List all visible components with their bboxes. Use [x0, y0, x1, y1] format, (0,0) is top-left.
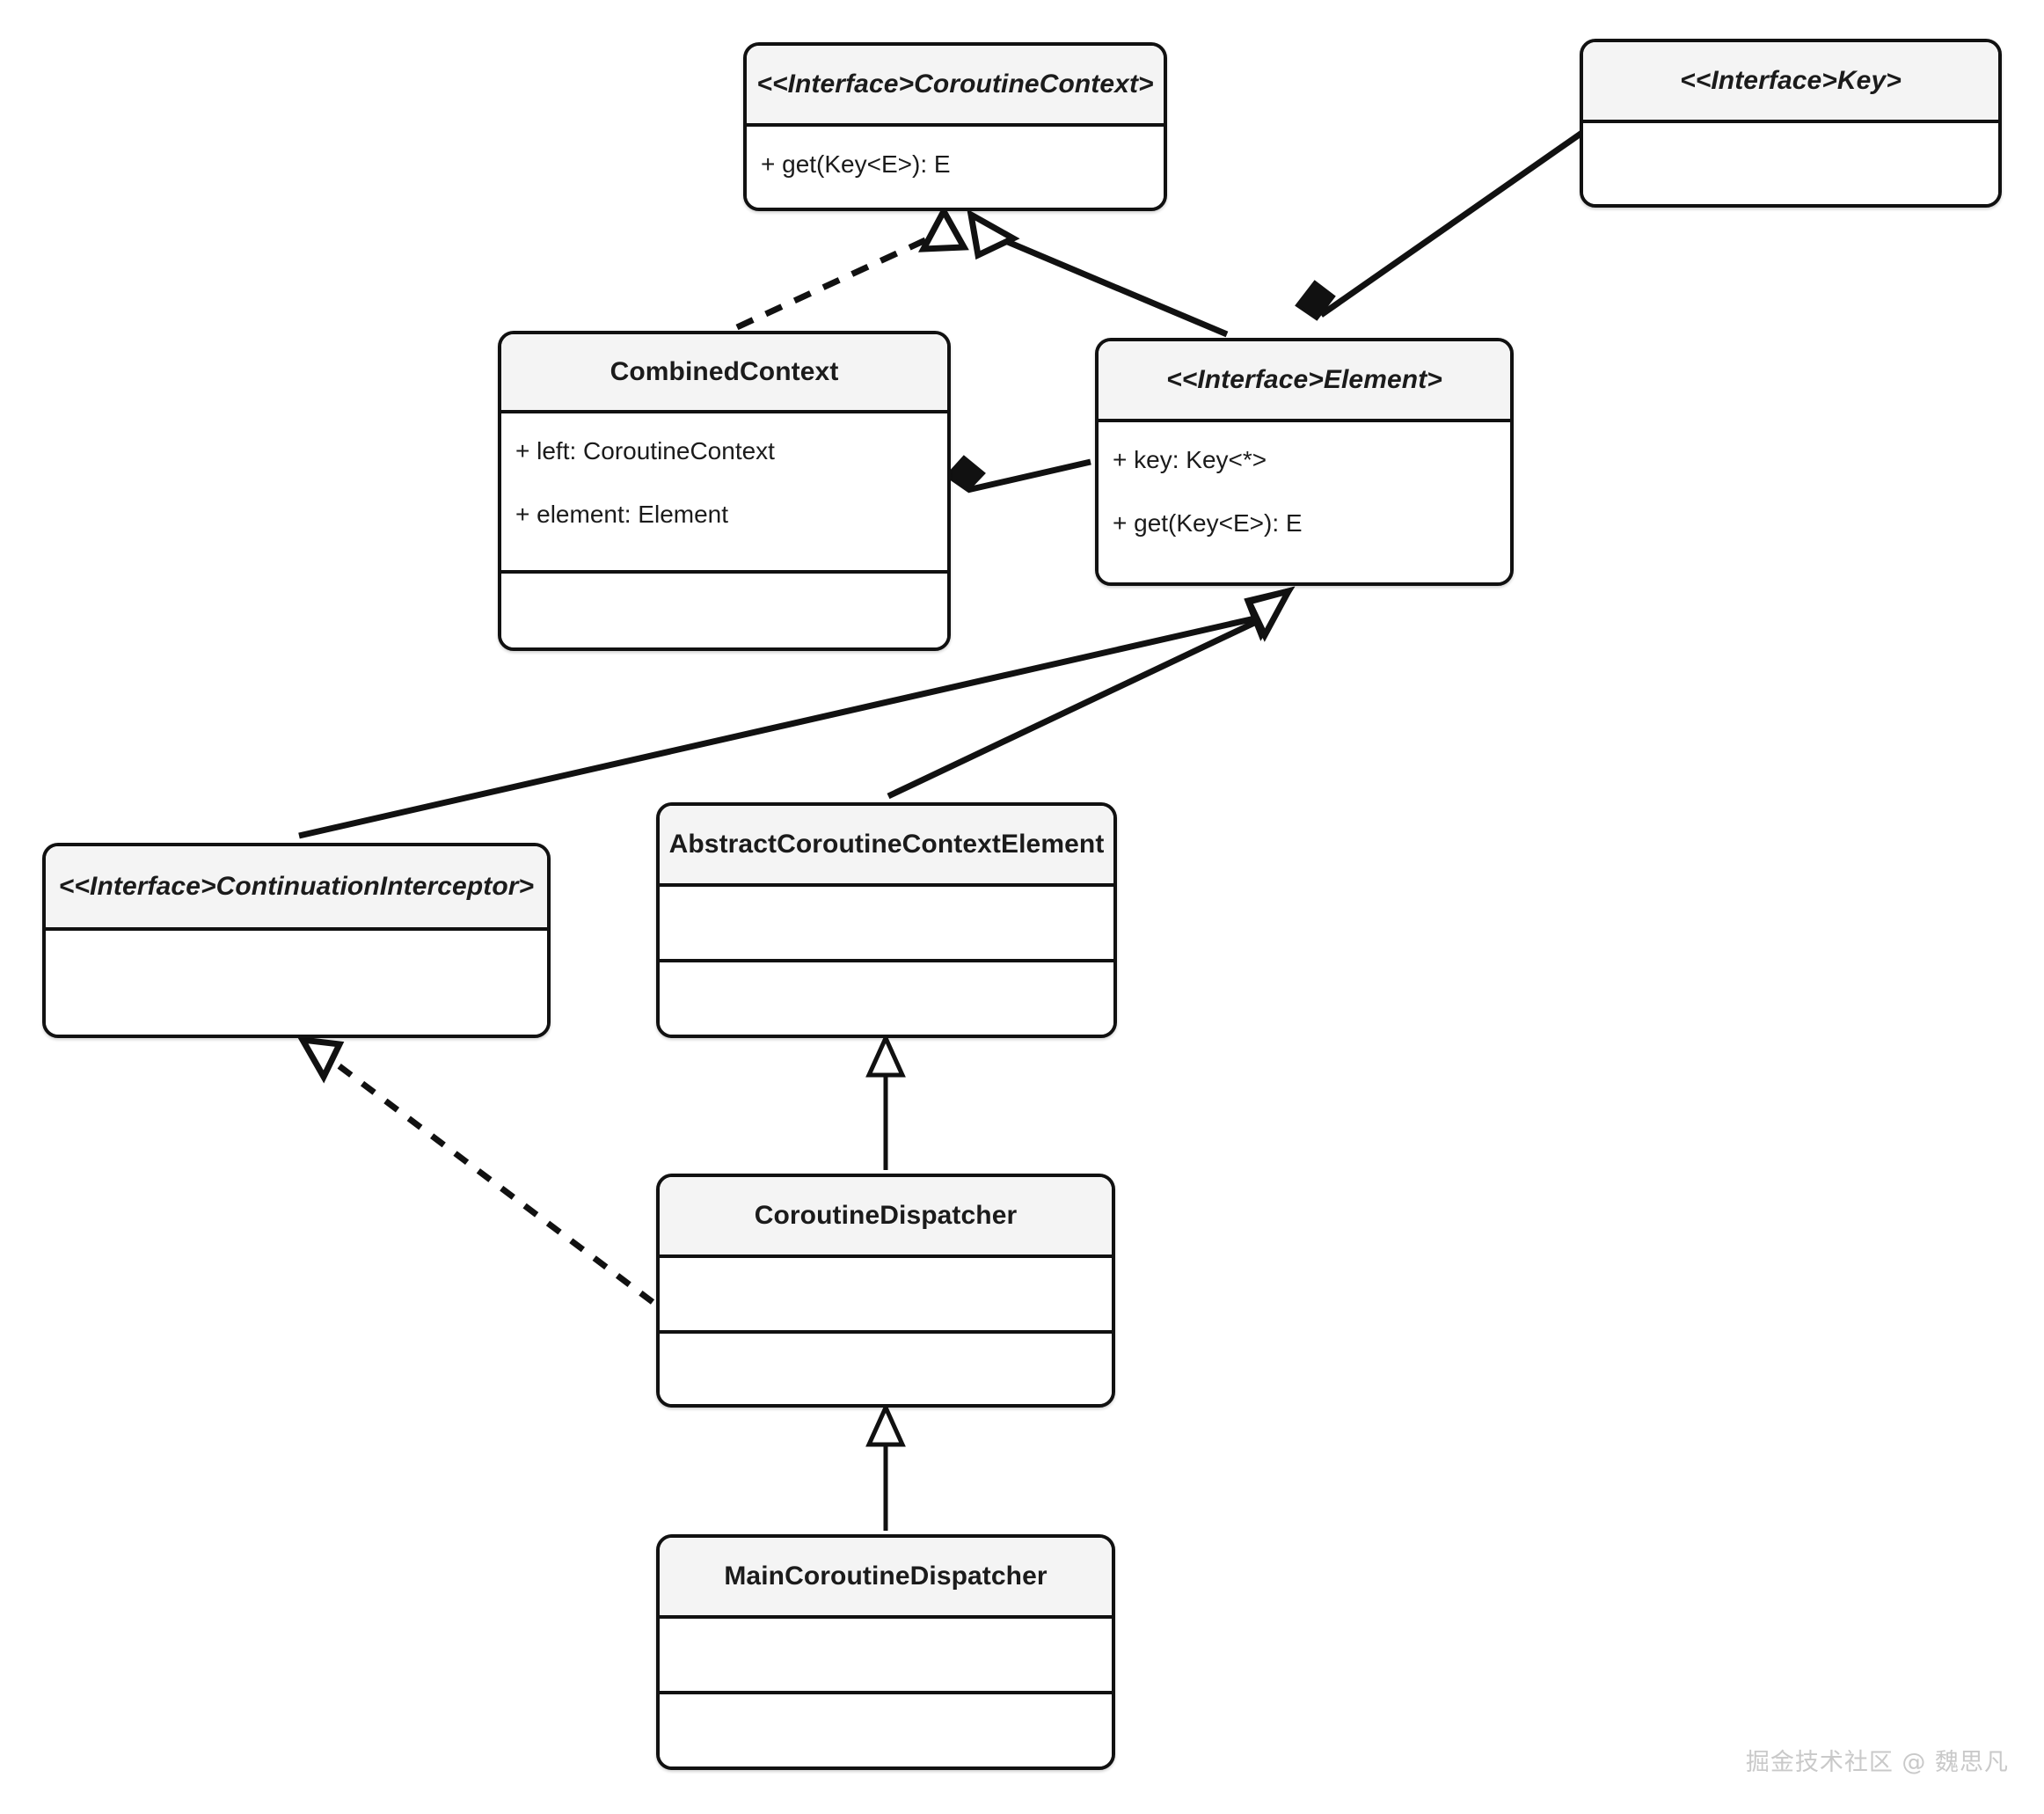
- class-attributes-main-coroutine-dispatcher: [660, 1619, 1112, 1694]
- class-members-key: [1583, 123, 1998, 204]
- class-header-combined-context: CombinedContext: [501, 334, 947, 413]
- class-attributes-abstract-coroutine-context-element: [660, 887, 1113, 962]
- edge-element-extends-coroutinecontext: [967, 208, 1229, 338]
- edge-coroutinedispatcher-extends-abstractcoroutinecontextelement: [865, 1032, 906, 1170]
- class-title-coroutine-dispatcher: CoroutineDispatcher: [754, 1201, 1018, 1230]
- edge-combinedcontext-realizes-coroutinecontext: [735, 204, 969, 331]
- class-box-combined-context[interactable]: CombinedContext + left: CoroutineContext…: [498, 331, 951, 651]
- class-title-continuation-interceptor: <<Interface>ContinuationInterceptor>: [58, 872, 535, 901]
- class-title-main-coroutine-dispatcher: MainCoroutineDispatcher: [724, 1562, 1048, 1591]
- class-members-coroutine-context: + get(Key<E>): E: [747, 127, 1164, 208]
- class-box-element[interactable]: <<Interface>Element> + key: Key<*> + get…: [1095, 338, 1514, 586]
- class-title-abstract-coroutine-context-element: AbstractCoroutineContextElement: [668, 830, 1105, 859]
- class-title-combined-context: CombinedContext: [610, 357, 839, 386]
- class-box-coroutine-dispatcher[interactable]: CoroutineDispatcher: [656, 1174, 1115, 1408]
- class-box-coroutine-context[interactable]: <<Interface>CoroutineContext> + get(Key<…: [743, 42, 1167, 211]
- class-attributes-coroutine-dispatcher: [660, 1258, 1112, 1334]
- class-title-element: <<Interface>Element>: [1166, 365, 1442, 394]
- class-member: + get(Key<E>): E: [761, 150, 951, 178]
- class-member: + element: Element: [515, 500, 729, 528]
- class-header-coroutine-context: <<Interface>CoroutineContext>: [747, 46, 1164, 127]
- class-title-coroutine-context: <<Interface>CoroutineContext>: [756, 69, 1154, 99]
- class-member: + left: CoroutineContext: [515, 437, 775, 464]
- watermark: 掘金技术社区 @ 魏思凡: [1745, 1749, 2009, 1776]
- class-member: + get(Key<E>): E: [1113, 508, 1303, 537]
- class-box-abstract-coroutine-context-element[interactable]: AbstractCoroutineContextElement: [656, 802, 1117, 1038]
- class-header-main-coroutine-dispatcher: MainCoroutineDispatcher: [660, 1538, 1112, 1619]
- class-box-main-coroutine-dispatcher[interactable]: MainCoroutineDispatcher: [656, 1534, 1115, 1770]
- class-methods-combined-context: [501, 574, 947, 647]
- class-header-abstract-coroutine-context-element: AbstractCoroutineContextElement: [660, 806, 1113, 887]
- edge-coroutinedispatcher-realizes-continuationinterceptor: [296, 1035, 655, 1305]
- class-members-continuation-interceptor: [46, 931, 547, 1035]
- class-member: + key: Key<*>: [1113, 446, 1267, 473]
- class-box-continuation-interceptor[interactable]: <<Interface>ContinuationInterceptor>: [42, 843, 551, 1038]
- class-header-element: <<Interface>Element>: [1099, 341, 1510, 422]
- edge-maincoroutinedispatcher-extends-coroutinedispatcher: [865, 1401, 906, 1531]
- class-header-continuation-interceptor: <<Interface>ContinuationInterceptor>: [46, 846, 547, 931]
- class-methods-coroutine-dispatcher: [660, 1334, 1112, 1404]
- edge-element-composes-key: [1295, 129, 1586, 321]
- class-header-coroutine-dispatcher: CoroutineDispatcher: [660, 1177, 1112, 1258]
- class-attributes-combined-context: + left: CoroutineContext + element: Elem…: [501, 413, 947, 574]
- class-methods-abstract-coroutine-context-element: [660, 962, 1113, 1035]
- class-title-key: <<Interface>Key>: [1680, 66, 1902, 95]
- class-methods-main-coroutine-dispatcher: [660, 1694, 1112, 1766]
- class-box-key[interactable]: <<Interface>Key>: [1580, 39, 2002, 208]
- class-header-key: <<Interface>Key>: [1583, 42, 1998, 123]
- edge-combinedcontext-composes-element: [944, 455, 1091, 494]
- class-members-element: + key: Key<*> + get(Key<E>): E: [1099, 422, 1510, 582]
